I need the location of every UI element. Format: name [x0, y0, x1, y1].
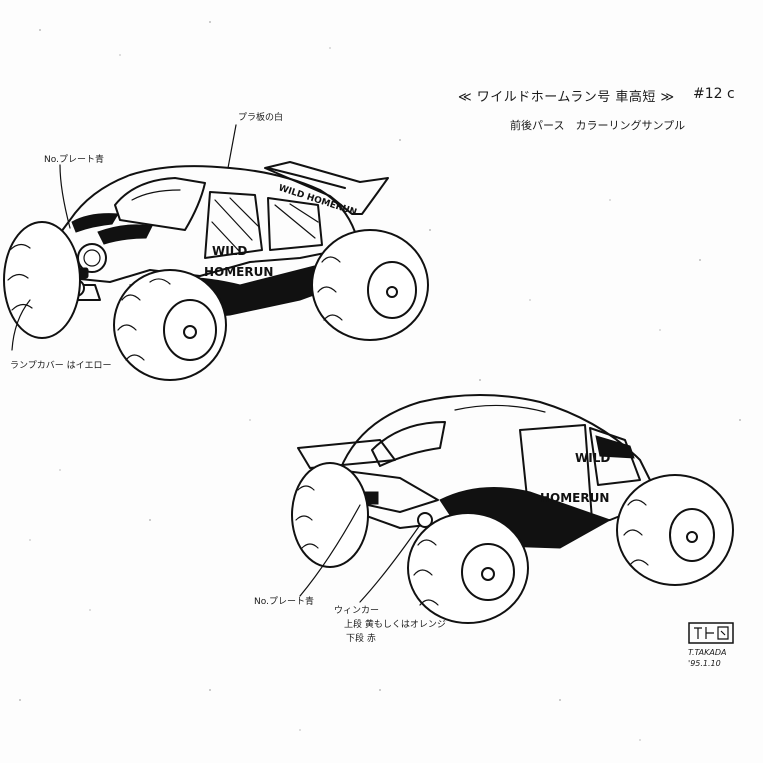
front-car-wheel-rear-right: [311, 229, 429, 341]
note-front-plate: No.プレート青: [44, 155, 104, 165]
leader-rear-plate: [299, 504, 361, 597]
front-car-door-text-1: WILD: [212, 244, 247, 258]
front-car-rear-window: [267, 197, 323, 251]
front-car-windshield-glare: [131, 189, 181, 201]
front-car-rear-wing: [264, 161, 389, 215]
front-car-cage-bars: [211, 197, 259, 253]
sheet-title: ≪ ワイルドホームラン号 車高短 ≫: [458, 90, 675, 105]
note-lamp-cover: ランプカバー はイエロー: [10, 361, 112, 371]
front-car-rear-cage: [274, 203, 319, 239]
note-cage-material: プラ板の白: [238, 113, 284, 123]
rear-car-wheel-front: [616, 474, 734, 586]
front-car-windshield: [114, 177, 206, 231]
rear-car-door-text-2: HOMERUN: [540, 491, 609, 505]
front-car-headlight-ring: [83, 249, 101, 267]
note-winker: ウィンカー: [334, 606, 380, 616]
rear-car-body: [339, 394, 661, 529]
front-car-wheel-front-right: [113, 269, 227, 381]
front-car-hood-vent-left: [71, 213, 119, 233]
rear-car-window-shade: [595, 435, 635, 459]
signature-name: T.TAKADA: [688, 648, 727, 657]
front-car-hood-vent-right: [97, 224, 153, 245]
front-car-wing-edge: [267, 167, 346, 189]
rear-car-side-window: [589, 427, 641, 486]
rear-car-rear-window: [371, 421, 446, 467]
signature-date: '95.1.10: [688, 659, 721, 668]
front-car-wheel-front-left: [3, 221, 81, 339]
rear-car-wheel-right: [407, 512, 529, 624]
rear-view-car: WILD HOMERUN: [291, 394, 734, 624]
front-car-door: [204, 191, 263, 259]
leader-cage: [227, 124, 237, 169]
leader-winker: [359, 524, 421, 603]
note-rear-plate: No.プレート青: [254, 597, 314, 607]
note-winker-upper: 上段 黄もしくはオレンジ: [344, 620, 446, 630]
note-winker-lower: 下段 赤: [346, 634, 376, 644]
sheet-subtitle: 前後パース カラーリングサンプル: [510, 119, 686, 132]
rear-car-wheel-left: [291, 462, 369, 568]
rear-car-wing: [297, 439, 396, 469]
front-view-car: WILD HOMERUN WILD HOMERUN: [3, 124, 429, 381]
leader-lamp: [11, 299, 31, 351]
rear-car-roof-line: [454, 404, 546, 413]
rear-car-winker-lamp: [417, 512, 433, 528]
leader-plate-top: [59, 164, 71, 229]
signature-stamp: [688, 622, 734, 644]
front-car-door-text-2: HOMERUN: [204, 265, 273, 279]
sheet-number: #12 c: [693, 86, 735, 102]
rear-car-door-text-1: WILD: [575, 451, 610, 465]
